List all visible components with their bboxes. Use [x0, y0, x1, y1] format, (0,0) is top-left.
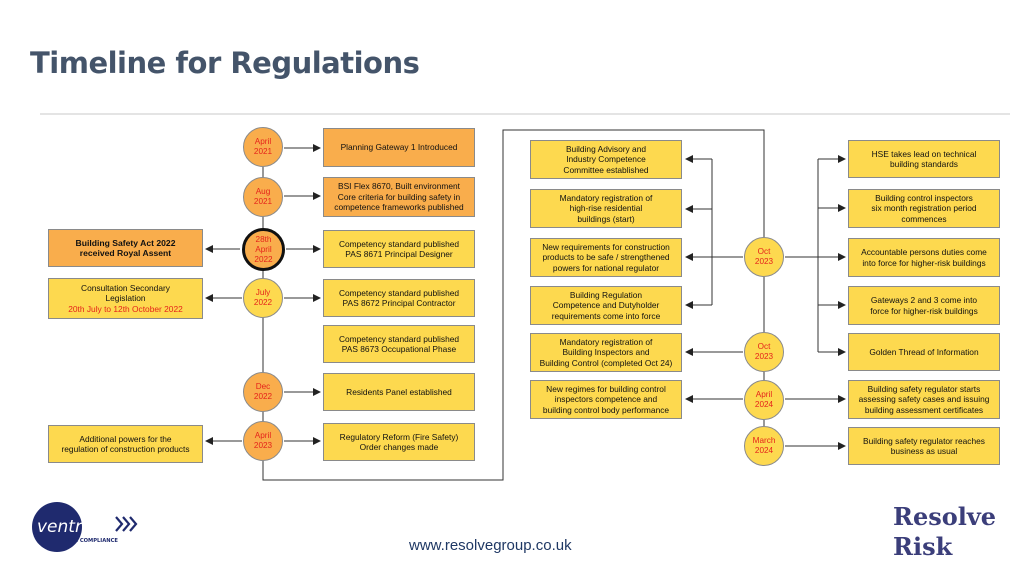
brand-line-1: Resolve	[893, 502, 997, 531]
date-april-2023: April 2023	[243, 421, 283, 461]
page-title: Timeline for Regulations	[30, 46, 420, 80]
event-safety-cases: Building safety regulator starts assessi…	[848, 380, 1000, 419]
event-fire-safety-order: Regulatory Reform (Fire Safety) Order ch…	[323, 423, 475, 461]
event-pas-8673: Competency standard published PAS 8673 O…	[323, 325, 475, 363]
event-new-regimes: New regimes for building control inspect…	[530, 380, 682, 419]
date-oct-2023-second: Oct 2023	[744, 332, 784, 372]
event-bsi-flex: BSI Flex 8670, Built environment Core cr…	[323, 177, 475, 217]
event-bci-registration: Building control inspectors six month re…	[848, 189, 1000, 228]
date-aug-2021: Aug 2021	[243, 177, 283, 217]
event-accountable-persons: Accountable persons duties come into for…	[848, 238, 1000, 277]
event-advisory-committee: Building Advisory and Industry Competenc…	[530, 140, 682, 179]
event-hse-lead: HSE takes lead on technical building sta…	[848, 140, 1000, 178]
logo-tagline: FIRE COMPLIANCE	[65, 538, 118, 544]
brand-line-2: Risk	[893, 532, 953, 561]
event-mandatory-registration-inspectors: Mandatory registration of Building Inspe…	[530, 333, 682, 372]
event-construction-products: New requirements for construction produc…	[530, 238, 682, 277]
event-planning-gateway: Planning Gateway 1 Introduced	[323, 128, 475, 167]
date-oct-2023: Oct 2023	[744, 237, 784, 277]
logo-name: ventro	[37, 517, 92, 537]
event-bsa-royal-assent: Building Safety Act 2022 received Royal …	[48, 229, 203, 267]
consultation-title: Consultation Secondary Legislation	[81, 282, 170, 304]
event-golden-thread: Golden Thread of Information	[848, 333, 1000, 371]
event-gateways-2-3: Gateways 2 and 3 come into force for hig…	[848, 286, 1000, 325]
event-mandatory-registration-hrb: Mandatory registration of high-rise resi…	[530, 189, 682, 228]
date-march-2024: March 2024	[744, 426, 784, 466]
event-pas-8672: Competency standard published PAS 8672 P…	[323, 279, 475, 317]
date-april-2024: April 2024	[744, 380, 784, 420]
date-april-2022: 28th April 2022	[242, 228, 285, 271]
event-consultation: Consultation Secondary Legislation 20th …	[48, 278, 203, 319]
footer-url[interactable]: www.resolvegroup.co.uk	[409, 537, 572, 554]
event-dutyholder: Building Regulation Competence and Dutyh…	[530, 286, 682, 325]
title-divider	[40, 113, 1010, 115]
event-pas-8671: Competency standard published PAS 8671 P…	[323, 230, 475, 268]
date-july-2022: July 2022	[243, 278, 283, 318]
event-business-as-usual: Building safety regulator reaches busine…	[848, 427, 1000, 465]
date-dec-2022: Dec 2022	[243, 372, 283, 412]
date-april-2021: April 2021	[243, 127, 283, 167]
ventro-logo: ventro FIRE COMPLIANCE	[32, 502, 138, 552]
consultation-dates: 20th July to 12th October 2022	[68, 303, 183, 314]
event-additional-powers: Additional powers for the regulation of …	[48, 425, 203, 463]
event-residents-panel: Residents Panel established	[323, 373, 475, 411]
resolve-risk-logo: Resolve Risk	[893, 502, 996, 562]
